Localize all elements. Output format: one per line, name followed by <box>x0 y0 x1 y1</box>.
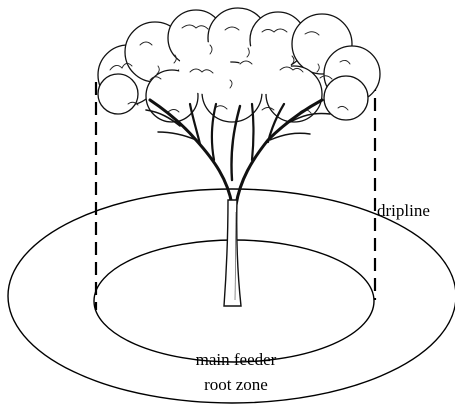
tree-icon <box>97 7 381 307</box>
tree-branches <box>145 98 331 207</box>
root-zone-label-line2: root zone <box>204 375 268 394</box>
tree-trunk <box>223 199 242 307</box>
dripline-label: dripline <box>377 201 430 220</box>
outer-ring <box>7 188 455 404</box>
root-zone-label-line1: main feeder <box>196 350 277 369</box>
tree-canopy <box>97 7 381 123</box>
